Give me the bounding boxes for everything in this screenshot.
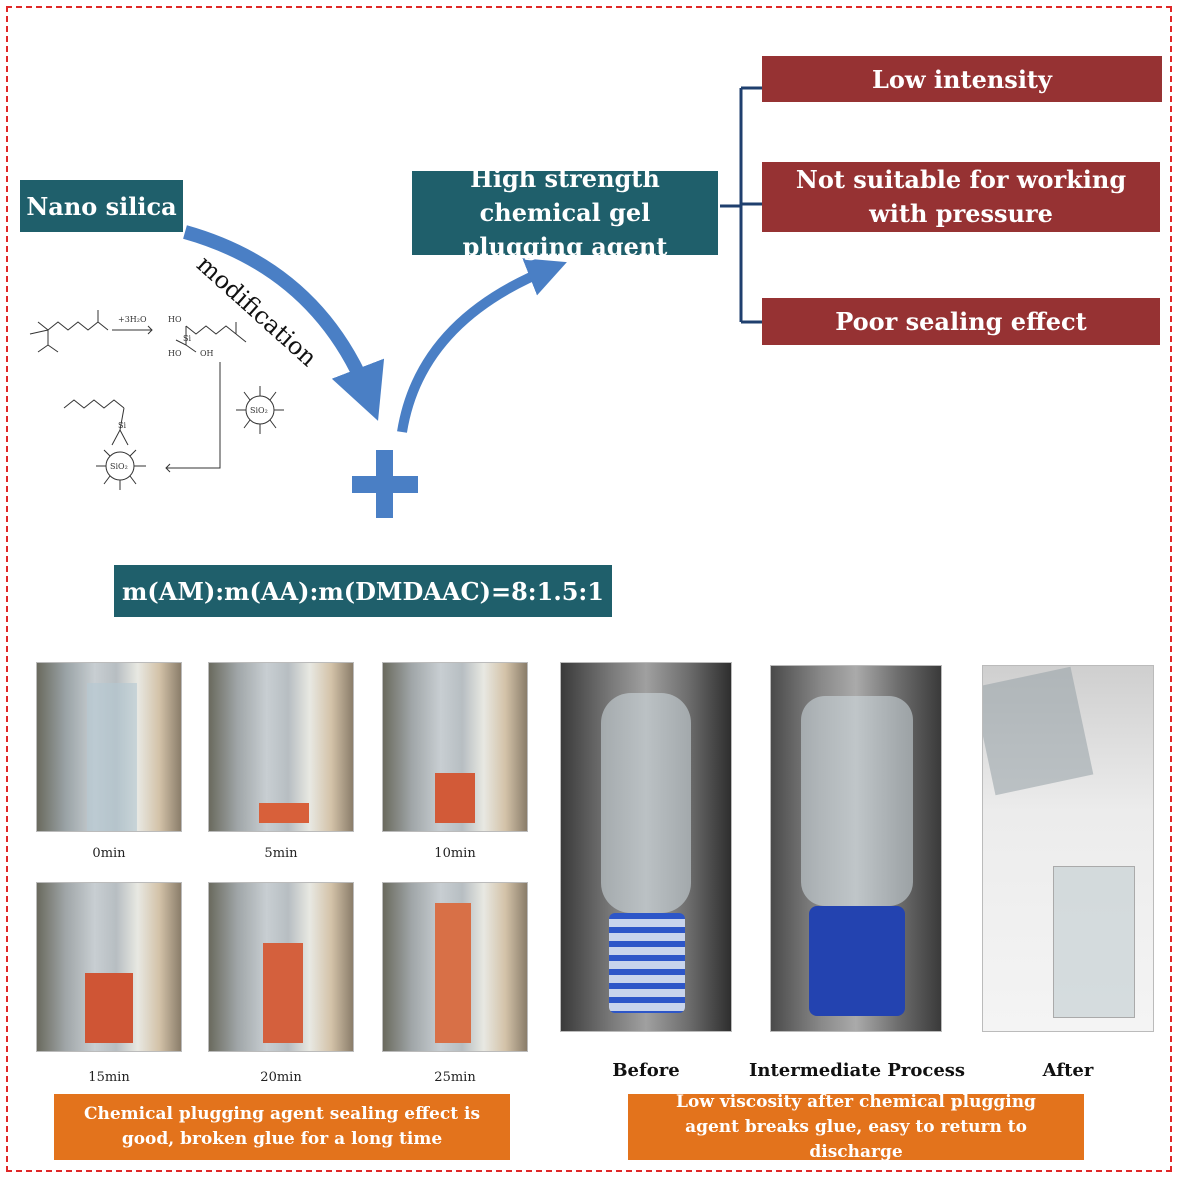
time-label-1: 5min (264, 846, 298, 861)
time-label-4: 20min (260, 1070, 302, 1085)
svg-text:OH: OH (200, 349, 214, 358)
sealing-photo-20min (208, 882, 354, 1052)
stage-label-after: After (1042, 1060, 1094, 1081)
sealing-photo-10min (382, 662, 528, 832)
sealing-photo-5min (208, 662, 354, 832)
svg-text:SiO₂: SiO₂ (250, 406, 268, 415)
nano-silica-label: Nano silica (20, 180, 183, 232)
breaking-conclusion: Low viscosity after chemical plugging ag… (628, 1092, 1084, 1162)
svg-text:Si: Si (183, 334, 191, 343)
drawback-pressure: Not suitable for working with pressure (762, 162, 1160, 232)
sealing-conclusion: Chemical plugging agent sealing effect i… (54, 1094, 510, 1160)
stage-label-before: Before (612, 1060, 680, 1081)
monomer-ratio: m(AM):m(AA):m(DMDAAC)=8:1.5:1 (114, 565, 612, 617)
modification-arrow (183, 225, 385, 421)
drawback-sealing: Poor sealing effect (762, 298, 1160, 345)
svg-text:HO: HO (168, 349, 182, 358)
bottle-photo-before (560, 662, 732, 1032)
drawback-low-intensity: Low intensity (762, 56, 1162, 102)
svg-text:+3H₂O: +3H₂O (118, 315, 147, 324)
sealing-photo-25min (382, 882, 528, 1052)
time-label-3: 15min (88, 1070, 130, 1085)
synthesis-arrow (397, 258, 567, 433)
svg-text:SiO₂: SiO₂ (110, 462, 128, 471)
plus-horizontal (352, 476, 418, 493)
dashed-border (6, 6, 1172, 1172)
time-label-0: 0min (92, 846, 126, 861)
svg-text:Si: Si (118, 421, 126, 430)
stage-label-intermediate: Intermediate Process (748, 1060, 966, 1081)
sealing-photo-15min (36, 882, 182, 1052)
time-label-2: 10min (434, 846, 476, 861)
reaction-labels: +3H₂O HO HO OH Si SiO₂ SiO₂ Si (110, 315, 268, 471)
bottle-photo-intermediate (770, 665, 942, 1032)
agent-label: High strength chemical gel plugging agen… (412, 164, 718, 261)
svg-text:HO: HO (168, 315, 182, 324)
bottle-photo-after (982, 665, 1154, 1032)
sealing-photo-0min (36, 662, 182, 832)
reaction-scheme (29, 310, 284, 490)
time-label-5: 25min (434, 1070, 476, 1085)
bracket (720, 86, 762, 324)
